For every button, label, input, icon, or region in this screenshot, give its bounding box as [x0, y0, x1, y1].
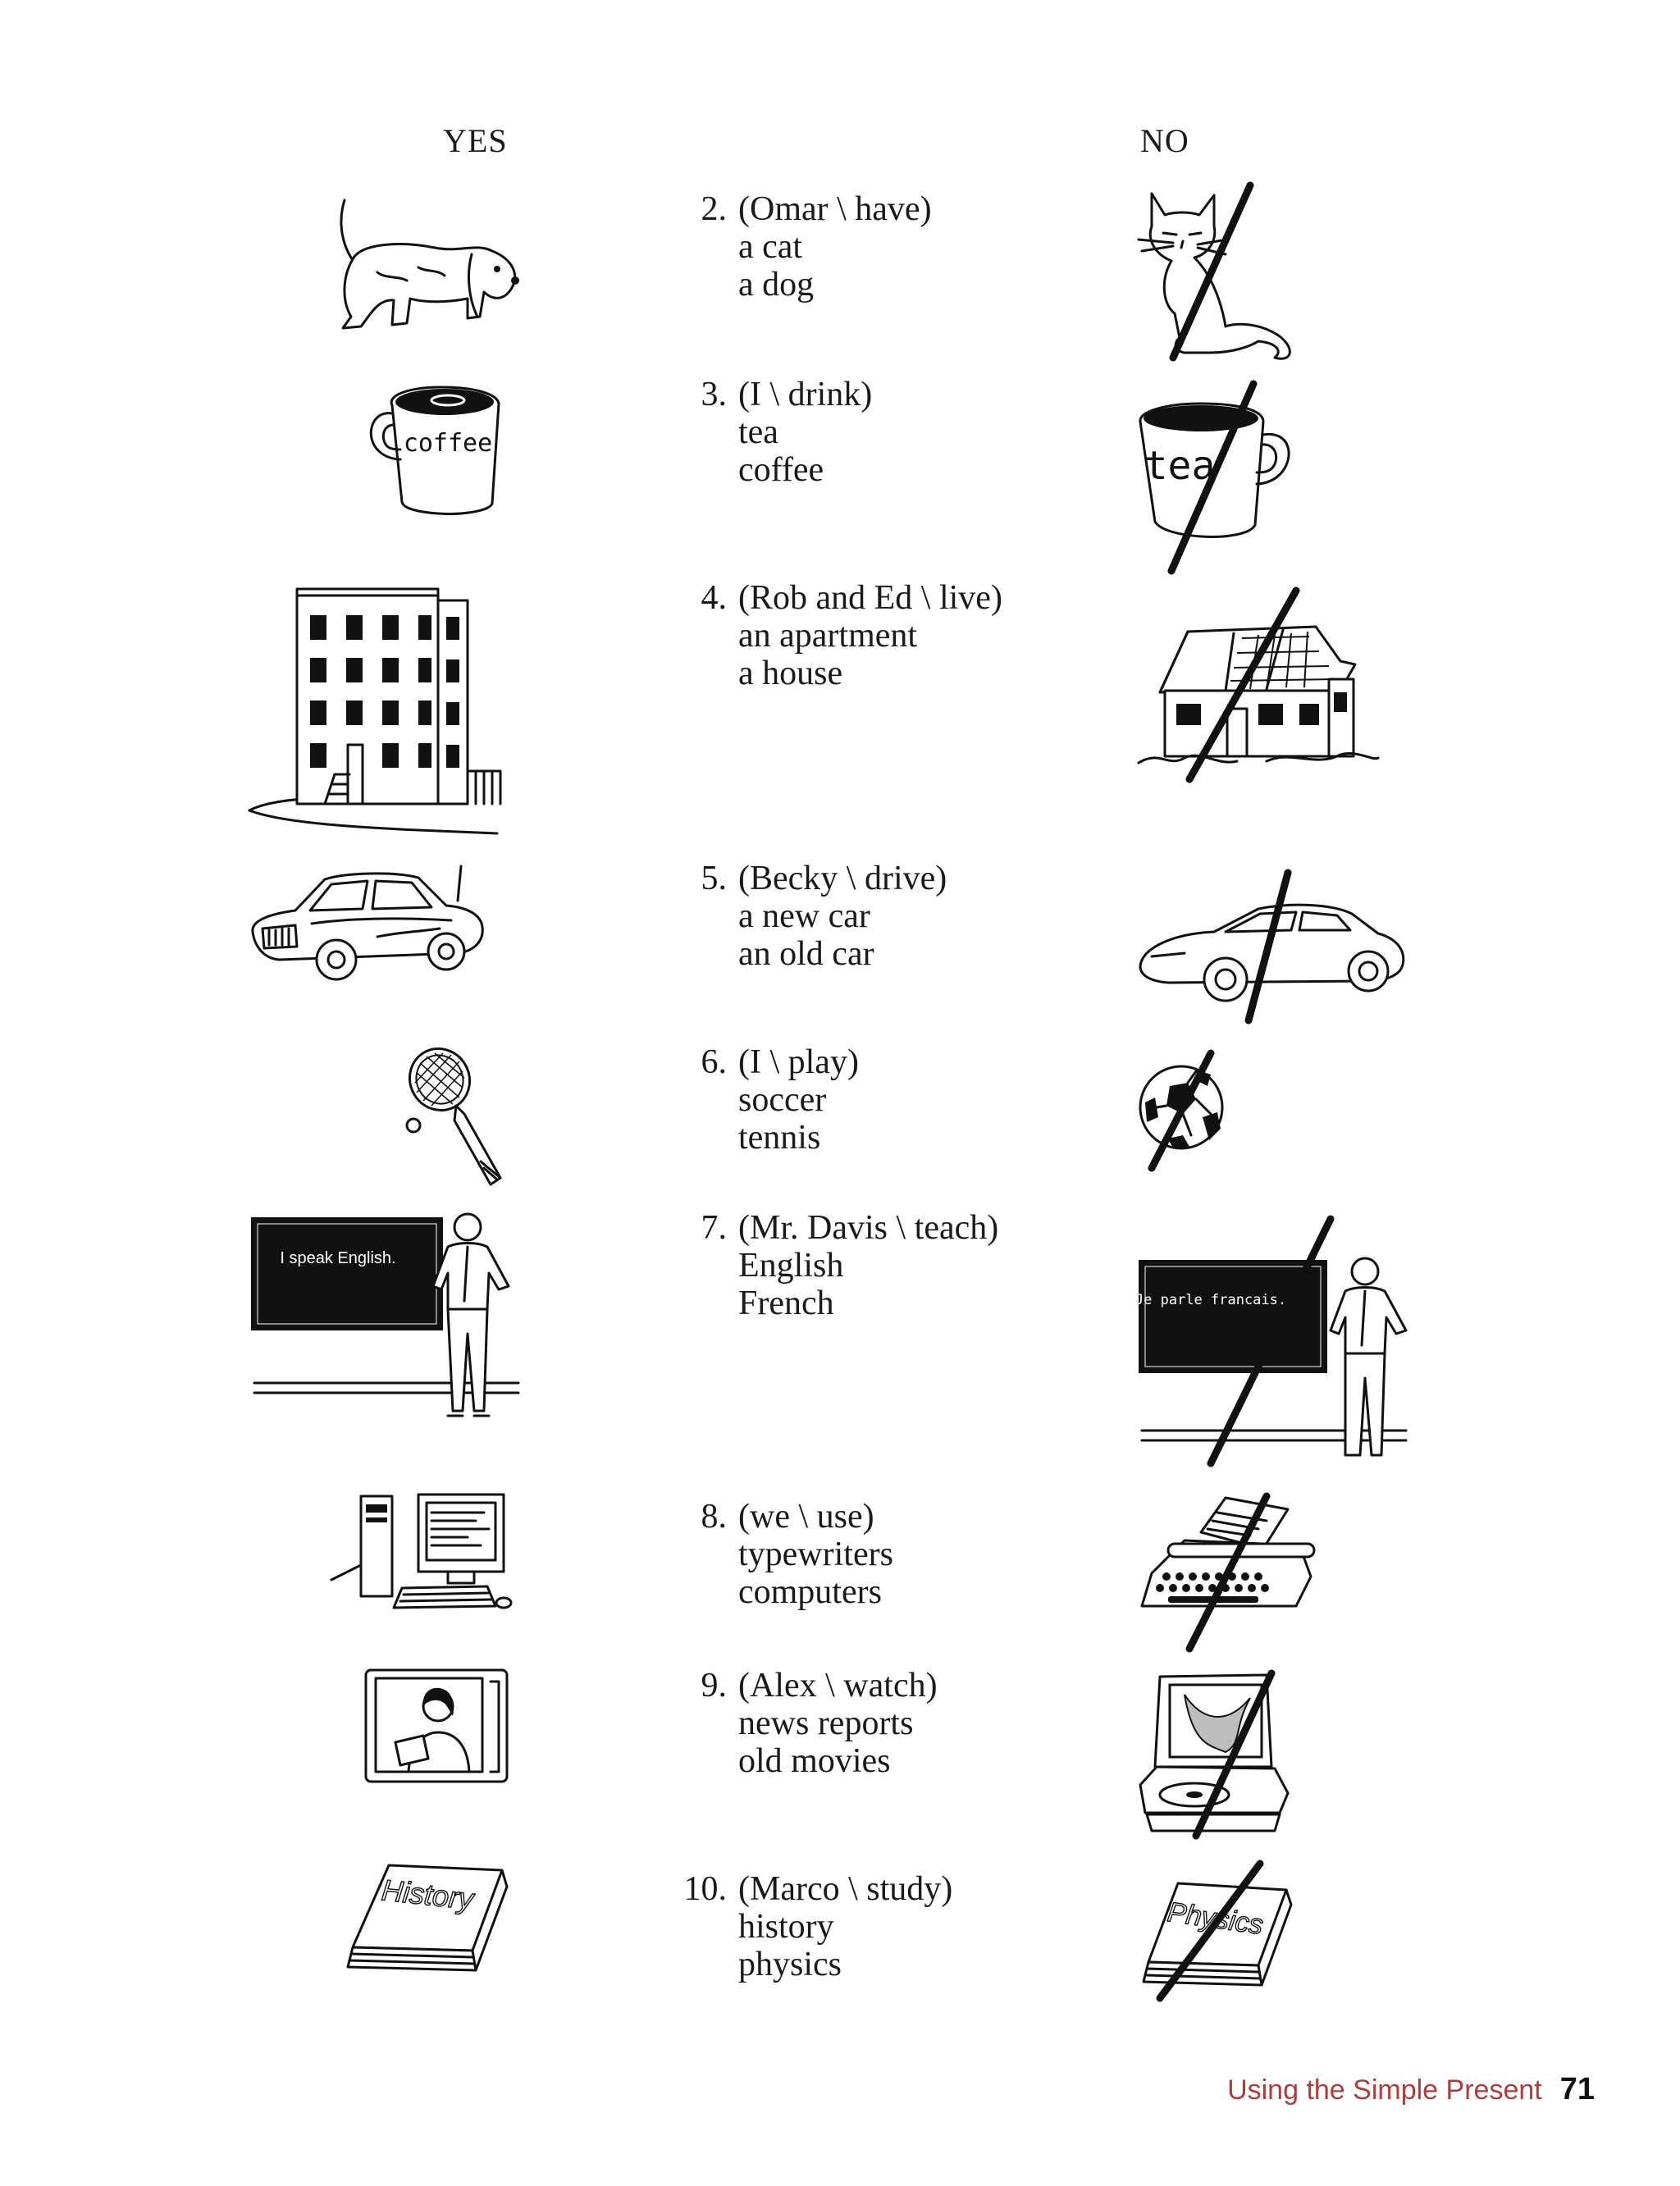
- item-subject: (Marco \ study): [738, 1870, 953, 1908]
- typewriter-icon-crossed-out: [1135, 1491, 1332, 1655]
- item-option-1: tea: [738, 413, 778, 451]
- item-option-1: soccer: [738, 1081, 827, 1119]
- item-option-1: typewriters: [738, 1536, 893, 1573]
- item-option-2: a house: [738, 655, 843, 692]
- dvd-player-icon-crossed-out: [1135, 1669, 1291, 1842]
- physics-book-icon-crossed-out: Physics: [1135, 1859, 1299, 2006]
- item-option-2: physics: [738, 1946, 842, 1983]
- item-subject: (Rob and Ed \ live): [738, 579, 1002, 617]
- tennis-racket-icon: [402, 1047, 517, 1194]
- item-option-1: history: [738, 1908, 834, 1946]
- item-number: 2.: [701, 190, 728, 228]
- item-number: 9.: [701, 1667, 728, 1705]
- item-option-1: a cat: [738, 228, 803, 266]
- item-option-1: English: [738, 1247, 844, 1285]
- item-subject: (Mr. Davis \ teach): [738, 1209, 999, 1247]
- french-teacher-icon-crossed-out: Je parle francais.: [1135, 1214, 1414, 1473]
- dog-icon: [328, 194, 525, 333]
- item-option-2: a dog: [738, 266, 815, 303]
- item-subject: (I \ drink): [738, 376, 873, 413]
- item-subject: (Becky \ drive): [738, 860, 947, 897]
- history-book-icon: History: [338, 1859, 518, 1982]
- no-heading: NO: [1140, 122, 1189, 159]
- footer-title: Using the Simple Present: [1227, 2074, 1542, 2106]
- item-option-2: an old car: [738, 935, 874, 973]
- item-number: 4.: [701, 579, 728, 617]
- item-option-2: old movies: [738, 1742, 891, 1780]
- mug-label: coffee: [404, 429, 492, 458]
- item-number: 3.: [701, 376, 728, 413]
- item-subject: (Alex \ watch): [738, 1667, 938, 1705]
- item-option-1: news reports: [738, 1705, 914, 1742]
- soccer-ball-icon-crossed-out: [1135, 1049, 1232, 1173]
- item-number: 5.: [701, 860, 728, 897]
- old-car-icon: [246, 863, 489, 986]
- mug-label: tea: [1144, 443, 1216, 489]
- tea-mug-icon-crossed-out: tea: [1132, 380, 1296, 577]
- house-icon-crossed-out: [1135, 586, 1381, 786]
- item-option-2: tennis: [738, 1119, 821, 1157]
- item-option-1: a new car: [738, 897, 870, 935]
- item-number: 8.: [701, 1498, 728, 1536]
- board-text: I speak English.: [280, 1249, 395, 1267]
- cat-icon-crossed-out: [1135, 181, 1311, 366]
- item-number: 10.: [683, 1870, 728, 1908]
- board-text: Je parle francais.: [1135, 1292, 1286, 1308]
- tv-news-reporter-icon: [363, 1665, 510, 1788]
- english-teacher-icon: I speak English.: [248, 1211, 527, 1424]
- item-subject: (Omar \ have): [738, 190, 932, 228]
- new-car-icon-crossed-out: [1135, 868, 1406, 1029]
- item-option-2: French: [738, 1285, 834, 1322]
- apartment-building-icon: [246, 584, 517, 843]
- item-number: 6.: [701, 1043, 728, 1081]
- item-number: 7.: [701, 1209, 728, 1247]
- coffee-mug-icon: coffee: [368, 381, 515, 517]
- item-subject: (we \ use): [738, 1498, 874, 1536]
- yes-heading: YES: [443, 122, 508, 159]
- page-number: 71: [1559, 2072, 1595, 2106]
- page-footer: Using the Simple Present 71: [1227, 2072, 1595, 2107]
- computer-icon: [328, 1491, 517, 1619]
- item-option-2: coffee: [738, 451, 824, 489]
- item-option-1: an apartment: [738, 617, 918, 655]
- item-subject: (I \ play): [738, 1043, 859, 1081]
- item-option-2: computers: [738, 1573, 882, 1611]
